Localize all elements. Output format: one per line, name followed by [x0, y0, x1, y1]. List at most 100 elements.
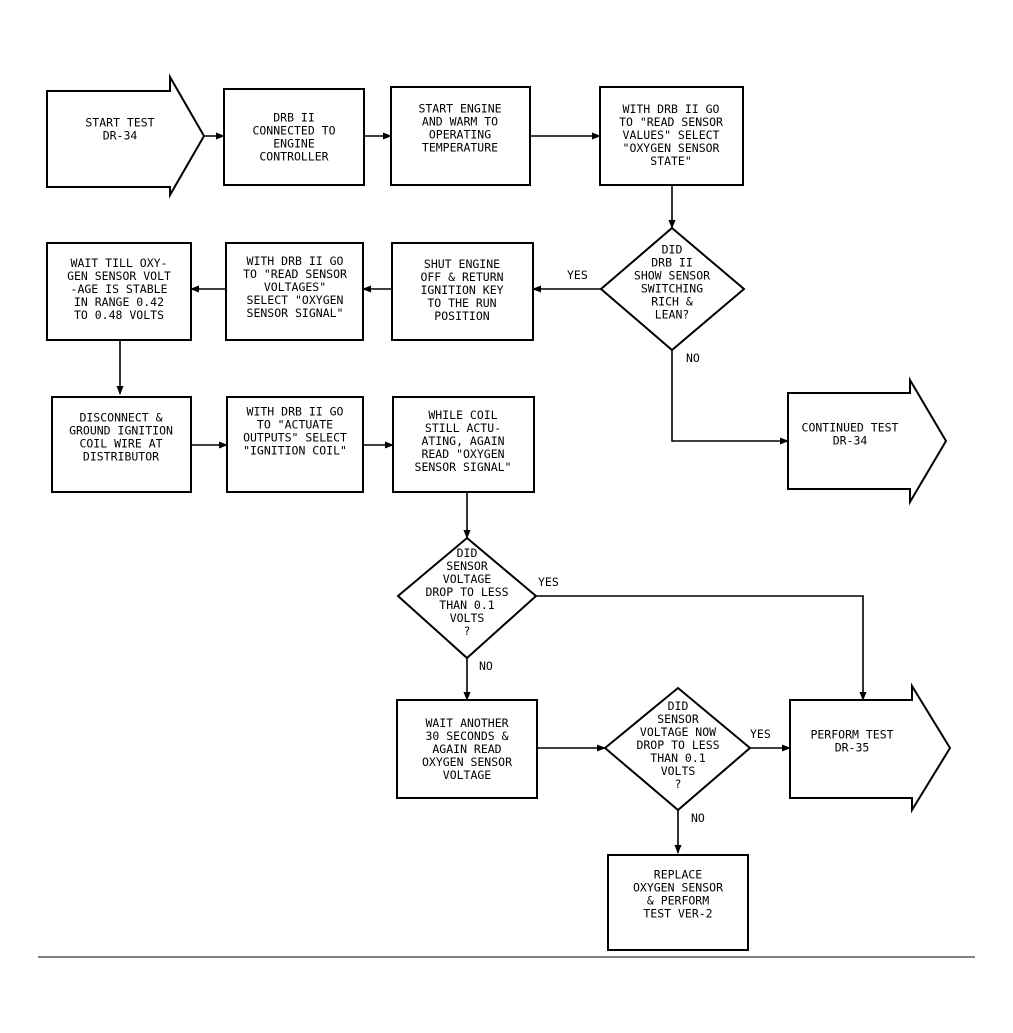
switching-no-label: NO	[686, 351, 700, 365]
did-voltage-now-line: ?	[675, 777, 682, 791]
wait-stable-box: WAIT TILL OXY-GEN SENSOR VOLT-AGE IS STA…	[46, 242, 192, 341]
while-coil-line: STILL ACTU-	[425, 421, 501, 435]
now-no-label: NO	[691, 811, 705, 825]
wait-stable-line: IN RANGE 0.42	[74, 295, 164, 309]
replace-sensor-line: TEST VER-2	[643, 907, 712, 921]
did-show-switching-line: DRB II	[651, 256, 693, 270]
did-show-switching-line: LEAN?	[655, 308, 690, 322]
wait-another-line: AGAIN READ	[432, 742, 501, 756]
did-voltage-drop-line: SENSOR	[446, 559, 488, 573]
start-test-line: START TEST	[85, 116, 154, 130]
shut-engine-line: SHUT ENGINE	[424, 257, 500, 271]
start-engine-line: TEMPERATURE	[422, 141, 498, 155]
drop-yes-label: YES	[538, 575, 559, 589]
did-voltage-drop-line: DROP TO LESS	[425, 585, 508, 599]
disconnect-ground-line: COIL WIRE AT	[79, 437, 162, 451]
wait-another-line: WAIT ANOTHER	[425, 716, 508, 730]
actuate-outputs-line: "IGNITION COIL"	[243, 444, 347, 458]
disconnect-ground-line: DISTRIBUTOR	[83, 450, 159, 464]
shut-engine-line: POSITION	[434, 309, 489, 323]
wait-another-line: VOLTAGE	[443, 768, 492, 782]
read-sensor-values-line: TO "READ SENSOR	[619, 115, 723, 129]
disconnect-ground-line: GROUND IGNITION	[69, 424, 173, 438]
wait-another-line: 30 SECONDS &	[425, 729, 508, 743]
start-engine-line: OPERATING	[429, 128, 491, 142]
perform-test-line: DR-35	[835, 741, 870, 755]
continued-test-line: DR-34	[833, 434, 868, 448]
replace-sensor-line: OXYGEN SENSOR	[633, 881, 723, 895]
did-show-switching-line: SWITCHING	[641, 282, 703, 296]
did-show-switching-line: SHOW SENSOR	[634, 269, 710, 283]
while-coil-line: WHILE COIL	[428, 408, 497, 422]
did-voltage-drop-line: DID	[457, 546, 478, 560]
wait-stable-line: -AGE IS STABLE	[71, 282, 168, 296]
read-sensor-voltages-line: SENSOR SIGNAL"	[247, 306, 344, 320]
read-sensor-values-line: "OXYGEN SENSOR	[623, 141, 720, 155]
drop-no-label: NO	[479, 659, 493, 673]
drb-connected-line: ENGINE	[273, 137, 315, 151]
drb-connected-line: CONNECTED TO	[252, 124, 335, 138]
replace-sensor-line: REPLACE	[654, 868, 703, 882]
connectors	[116, 132, 867, 854]
actuate-outputs-line: OUTPUTS" SELECT	[243, 431, 347, 445]
actuate-outputs-line: TO "ACTUATE	[257, 418, 333, 432]
replace-sensor-line: & PERFORM	[647, 894, 709, 908]
read-sensor-voltages-line: TO "READ SENSOR	[243, 267, 347, 281]
while-coil-line: READ "OXYGEN	[421, 447, 504, 461]
read-sensor-voltages-line: WITH DRB II GO	[247, 254, 344, 268]
did-show-switching-line: RICH &	[651, 295, 693, 309]
shut-engine-line: IGNITION KEY	[420, 283, 503, 297]
start-engine-line: AND WARM TO	[422, 115, 498, 129]
start-test-line: DR-34	[103, 129, 138, 143]
switching-yes-label: YES	[567, 268, 588, 282]
read-sensor-values-line: VALUES" SELECT	[623, 128, 720, 142]
did-voltage-drop-line: VOLTS	[450, 611, 485, 625]
wait-stable-line: WAIT TILL OXY-	[71, 256, 168, 270]
wait-stable-line: GEN SENSOR VOLT	[67, 269, 171, 283]
did-voltage-now-line: DROP TO LESS	[636, 738, 719, 752]
did-voltage-drop-line: THAN 0.1	[439, 598, 494, 612]
did-voltage-now-line: DID	[668, 699, 689, 713]
while-coil-line: ATING, AGAIN	[421, 434, 504, 448]
did-voltage-now-line: SENSOR	[657, 712, 699, 726]
read-sensor-values-line: STATE"	[650, 154, 692, 168]
read-sensor-values-line: WITH DRB II GO	[623, 102, 720, 116]
disconnect-ground-line: DISCONNECT &	[79, 411, 162, 425]
shut-engine-line: OFF & RETURN	[420, 270, 503, 284]
read-sensor-voltages-line: SELECT "OXYGEN	[247, 293, 344, 307]
start-engine-line: START ENGINE	[418, 102, 501, 116]
did-voltage-now-line: VOLTAGE NOW	[640, 725, 716, 739]
shut-engine-line: TO THE RUN	[427, 296, 496, 310]
wait-another-line: OXYGEN SENSOR	[422, 755, 512, 769]
perform-test-line: PERFORM TEST	[810, 728, 893, 742]
wait-stable-line: TO 0.48 VOLTS	[74, 308, 164, 322]
while-coil-line: SENSOR SIGNAL"	[415, 460, 512, 474]
